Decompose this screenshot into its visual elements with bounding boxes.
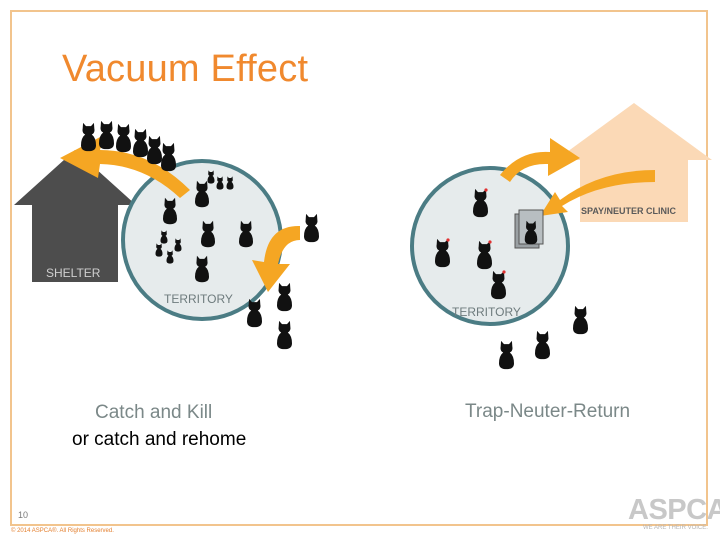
right-territory-label: TERRITORY xyxy=(452,305,521,319)
trap-neuter-return-caption: Trap-Neuter-Return xyxy=(465,401,631,422)
trap-cage xyxy=(514,209,544,249)
copyright-notice: © 2014 ASPCA®. All Rights Reserved. xyxy=(11,528,114,534)
left-territory-label: TERRITORY xyxy=(164,292,233,306)
shelter-building xyxy=(14,150,136,282)
page-number: 10 xyxy=(18,510,29,520)
right-panel: SPAY/NEUTER CLINIC TERRITORY xyxy=(410,103,712,370)
catch-and-rehome-subcaption: or catch and rehome xyxy=(72,429,247,450)
left-arrow-into-territory xyxy=(252,225,300,292)
catch-and-kill-caption: Catch and Kill xyxy=(95,402,213,423)
left-arrow-to-shelter xyxy=(60,135,190,198)
aspca-tagline: WE ARE THEIR VOICE. xyxy=(643,525,708,531)
left-panel: SHELTER TERRITORY xyxy=(14,120,319,350)
slide-frame xyxy=(10,10,708,526)
aspca-logo: ASPCA WE ARE THEIR VOICE. xyxy=(628,494,720,538)
right-arrow-to-clinic xyxy=(500,138,580,182)
slide-title: Vacuum Effect xyxy=(62,48,309,90)
clinic-label: SPAY/NEUTER CLINIC xyxy=(581,206,677,216)
right-arrow-return xyxy=(540,170,655,216)
shelter-label: SHELTER xyxy=(46,266,101,280)
eartipped-cats xyxy=(435,188,506,300)
aspca-logo-text: ASPCA xyxy=(628,494,720,526)
clinic-building xyxy=(556,103,712,222)
